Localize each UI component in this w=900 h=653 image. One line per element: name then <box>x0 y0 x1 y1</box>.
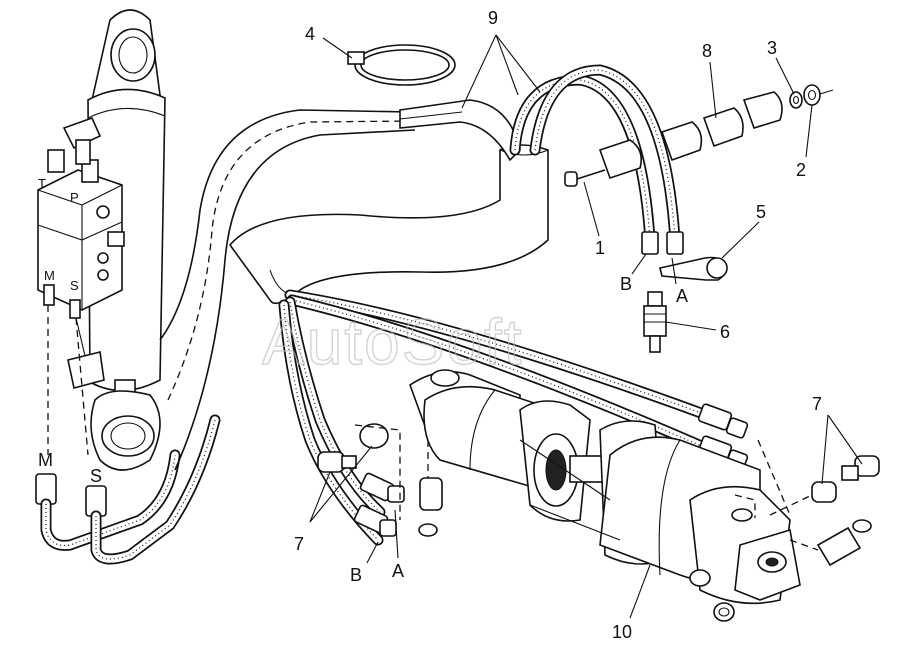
callout-10: 10 <box>612 622 632 642</box>
callout-6: 6 <box>720 322 730 342</box>
hose-label-s: S <box>90 466 102 486</box>
watermark: AutoSoft <box>262 306 524 378</box>
callout-9: 9 <box>488 8 498 28</box>
nut-part-2 <box>803 84 834 106</box>
washer-part-3 <box>789 91 803 109</box>
valve-port-label-t: T <box>38 176 46 191</box>
callout-1: 1 <box>595 238 605 258</box>
hose-clamp-part-4 <box>347 44 456 86</box>
valve-port-label-m: M <box>44 268 55 283</box>
port-label-top-b: B <box>620 274 632 294</box>
fittings-part-7-right <box>769 455 880 567</box>
callout-3: 3 <box>767 38 777 58</box>
callout-7-left: 7 <box>294 534 304 554</box>
callout-2: 2 <box>796 160 806 180</box>
callout-numbers: 4 9 8 3 2 1 5 6 7 7 10 B A B A <box>294 8 822 642</box>
port-label-bottom-b: B <box>350 565 362 585</box>
leader-lines <box>309 34 863 619</box>
hose-label-m: M <box>38 450 53 470</box>
callout-8: 8 <box>702 41 712 61</box>
valve-port-label-s: S <box>70 278 79 293</box>
left-hydraulic-cylinder <box>87 9 166 471</box>
bolt-part-1 <box>564 169 606 187</box>
right-hydraulic-cylinder-part-10 <box>409 369 801 622</box>
adapter-cap-part-5 <box>659 256 728 281</box>
fittings-part-7-left <box>317 423 443 537</box>
valve-hoses-m-s: M S <box>35 305 221 565</box>
control-valve-block: T P M S <box>37 116 125 389</box>
hose-clips-part-8 <box>598 91 783 180</box>
port-label-top-a: A <box>676 286 688 306</box>
callout-4: 4 <box>305 24 315 44</box>
port-label-bottom-a: A <box>392 561 404 581</box>
valve-port-label-p: P <box>70 190 79 205</box>
callout-7-right: 7 <box>812 394 822 414</box>
fitting-part-6 <box>643 291 667 353</box>
protective-sleeve-bundle <box>159 109 549 471</box>
callout-5: 5 <box>756 202 766 222</box>
hoses-part-9 <box>399 64 684 255</box>
